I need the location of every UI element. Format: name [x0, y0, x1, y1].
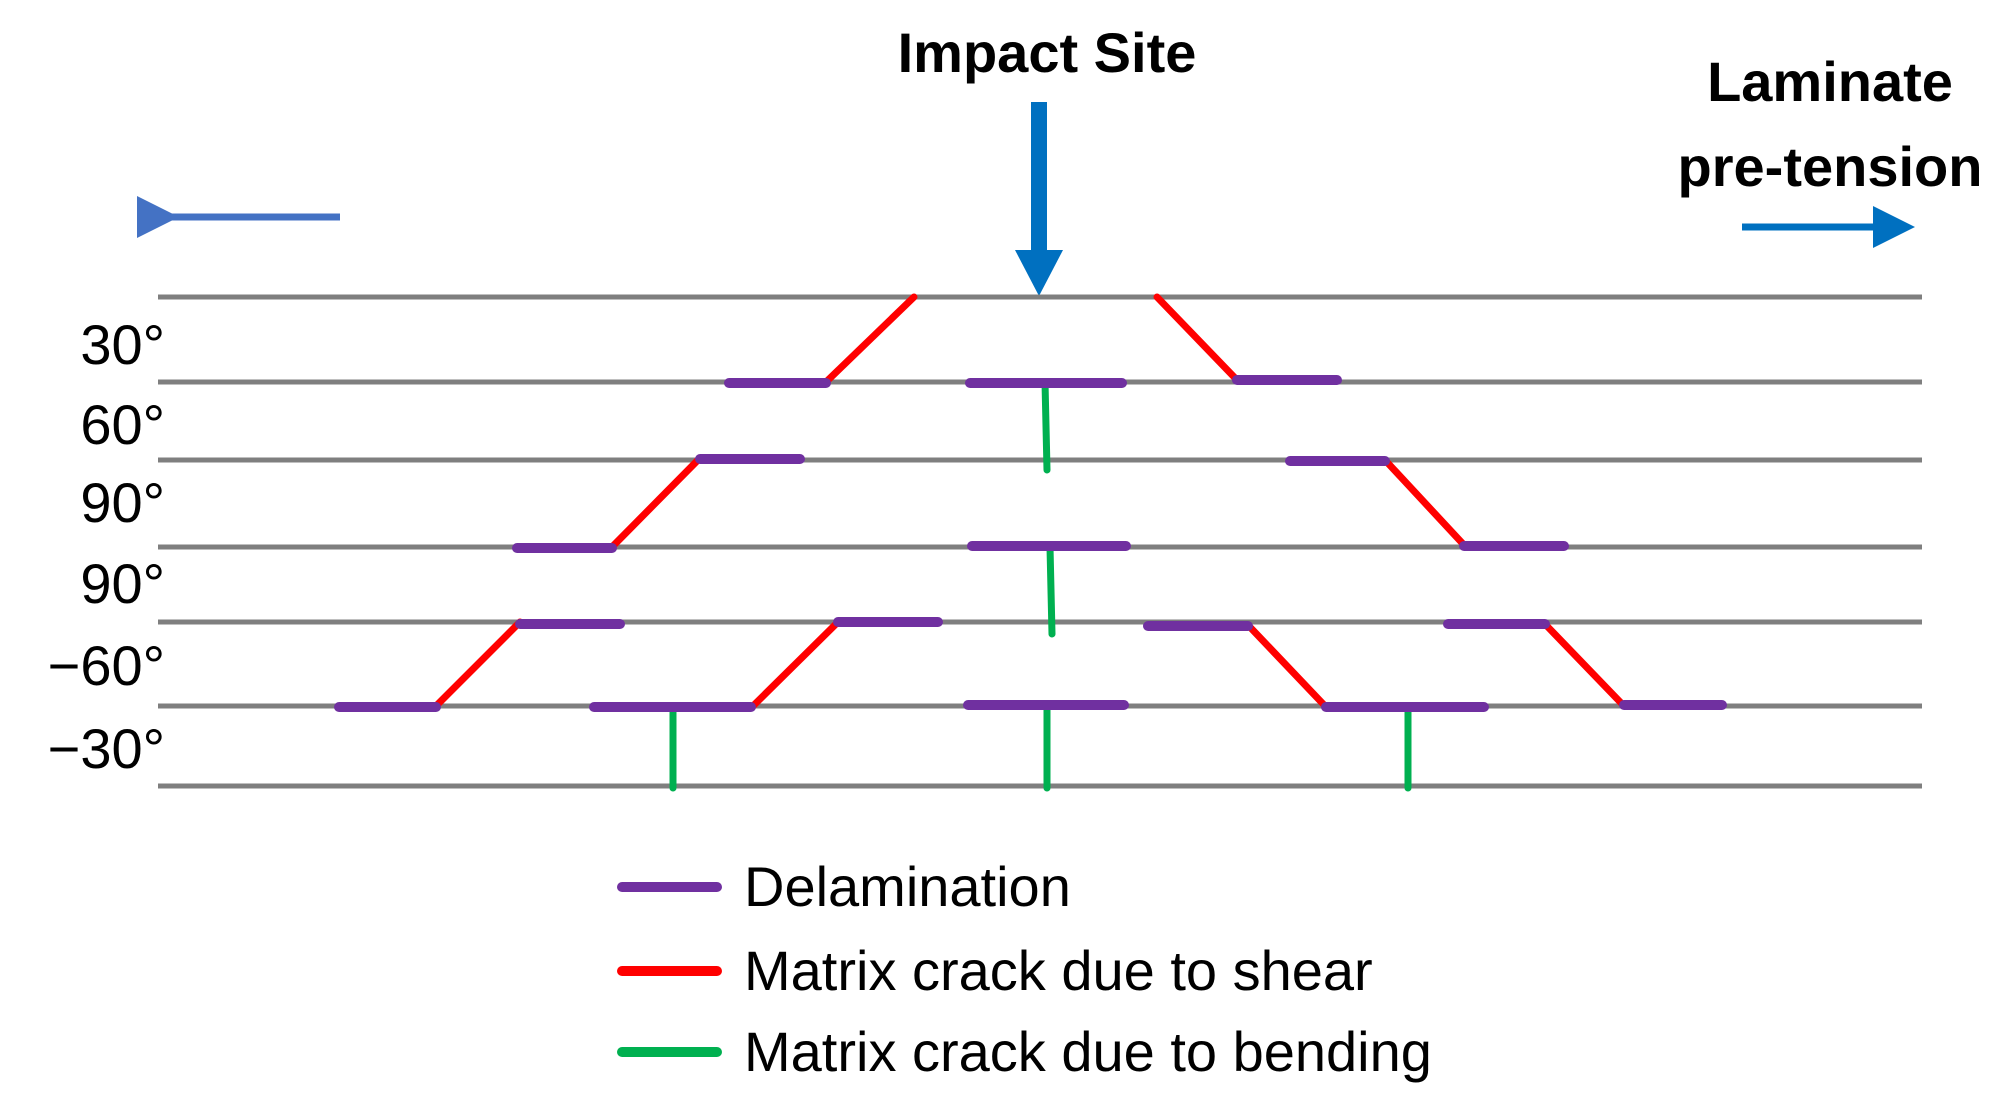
shear-crack — [1244, 621, 1330, 711]
legend-label-bending: Matrix crack due to bending — [744, 1020, 1432, 1083]
legend-label-shear: Matrix crack due to shear — [744, 939, 1373, 1002]
pretension-label-line2: pre-tension — [1678, 135, 1983, 198]
bending-cracks — [669, 378, 1412, 792]
shear-crack — [432, 618, 524, 710]
delaminations — [334, 375, 1727, 712]
ply-angle-1: 30° — [80, 313, 165, 376]
ply-angle-5: −60° — [48, 634, 165, 697]
shear-crack — [608, 456, 702, 551]
shear-crack — [1381, 456, 1468, 549]
legend: Delamination Matrix crack due to shear M… — [617, 855, 1432, 1083]
shear-crack — [749, 618, 842, 710]
impact-site-title: Impact Site — [898, 21, 1197, 84]
ply-angle-4: 90° — [80, 552, 165, 615]
bending-crack — [1041, 378, 1051, 474]
shear-crack — [1153, 293, 1241, 384]
ply-angle-3: 90° — [80, 471, 165, 534]
impact-arrow — [1015, 102, 1063, 296]
bending-crack — [1046, 543, 1056, 638]
legend-label-delamination: Delamination — [744, 855, 1071, 918]
shear-crack — [822, 293, 918, 386]
ply-angle-2: 60° — [80, 393, 165, 456]
shear-crack — [1541, 620, 1628, 710]
shear-cracks — [432, 293, 1628, 711]
pretension-label-line1: Laminate — [1707, 50, 1953, 113]
ply-angle-6: −30° — [48, 717, 165, 780]
